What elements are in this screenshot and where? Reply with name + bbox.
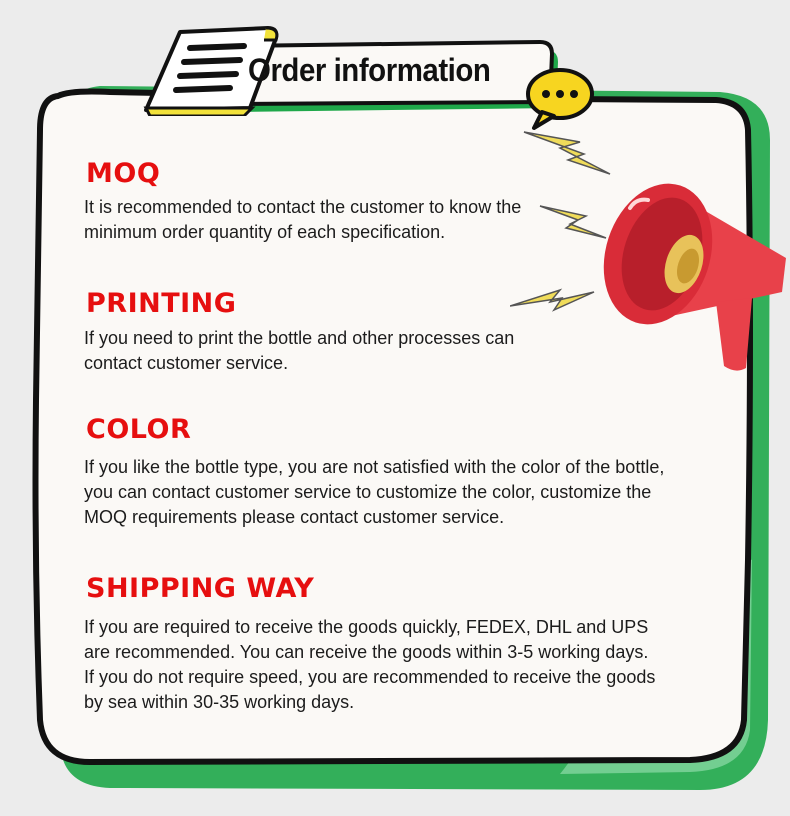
section-body-shipping-way: If you are required to receive the goods…	[84, 617, 656, 712]
page-title: Order information	[248, 51, 491, 88]
card-main	[32, 88, 753, 765]
section-body-moq: It is recommended to contact the custome…	[84, 197, 522, 242]
section-heading-printing: PRINTING	[86, 288, 237, 319]
section-body-color: If you like the bottle type, you are not…	[84, 457, 665, 527]
document-scroll-icon	[143, 26, 279, 116]
section-heading-shipping-way: SHIPPING WAY	[86, 573, 315, 604]
section-heading-color: COLOR	[86, 414, 192, 445]
header-title-container: Order information	[248, 48, 512, 92]
section-heading-moq: MOQ	[86, 158, 161, 189]
section-body-printing: If you need to print the bottle and othe…	[84, 328, 515, 373]
megaphone-icon	[603, 183, 786, 371]
speech-bubble-icon	[526, 68, 594, 130]
lightning-bolt-icon	[510, 131, 611, 312]
